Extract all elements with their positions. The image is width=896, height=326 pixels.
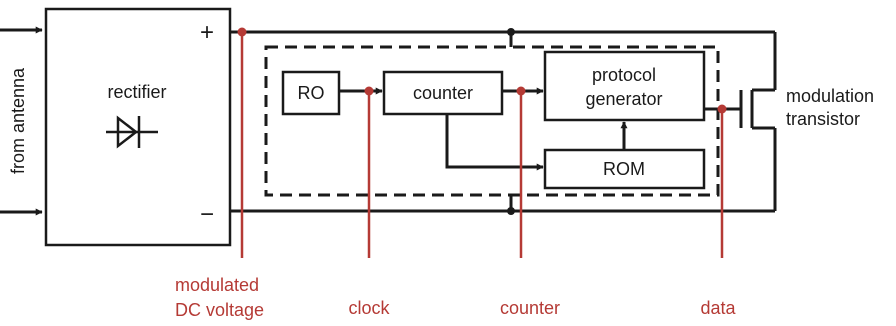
rectifier-label: rectifier [107,82,166,102]
from-antenna-label: from antenna [8,67,28,174]
vdd-junction-dot [507,28,515,36]
protocol-generator-label-line1: protocol [592,65,656,85]
gnd-junction-dot [507,207,515,215]
modulated-dc-label-line2: DC voltage [175,300,264,320]
probe-data [717,104,727,258]
clock-label: clock [348,298,390,318]
ro-block [281,70,341,116]
plus-terminal-sign: + [200,19,214,46]
data-label: data [700,298,736,318]
minus-terminal-sign: − [200,201,214,228]
modulation-transistor-label-line1: modulation [786,86,874,106]
modulation-transistor-icon [739,88,775,130]
counter-block [382,70,504,116]
rectifier-block [44,7,232,247]
rom-block [543,148,706,190]
modulation-transistor-label-line2: transistor [786,109,860,129]
protocol-generator-label-line2: generator [585,89,662,109]
probe-clock [364,86,374,258]
logic-enclosure [264,45,720,197]
probe-modulated-dc [237,27,247,258]
counter-to-rom-arrow [445,114,544,171]
counter-block-label: counter [413,83,473,103]
diode-icon [106,115,158,149]
rom-label: ROM [603,159,645,179]
modulated-dc-label-line1: modulated [175,275,259,295]
probe-counter [516,86,526,258]
ro-label: RO [298,83,325,103]
counter-probe-label: counter [500,298,560,318]
protocol-generator-block [543,50,706,122]
